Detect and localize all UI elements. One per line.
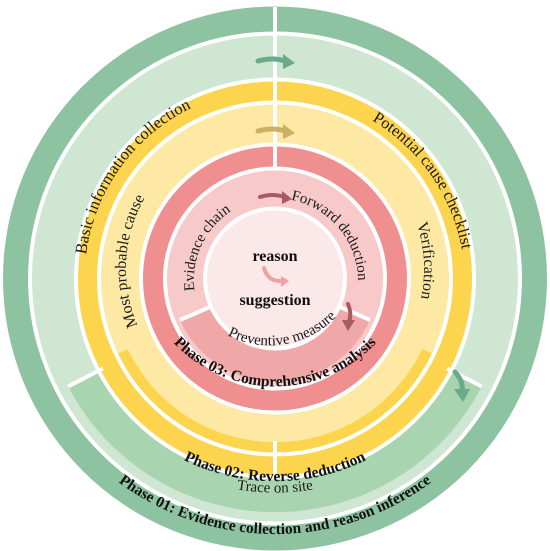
ring-separator-1 (74, 77, 476, 480)
phase1-bottom-band (68, 367, 482, 513)
arrow-right-inner (342, 302, 355, 331)
center-top-label: reason (252, 248, 297, 265)
ring-separator-3 (97, 100, 453, 457)
ring-separator-2 (28, 31, 522, 526)
flow-arrows (255, 54, 470, 402)
arrow-center-cycle (262, 266, 289, 287)
phase3-left-separator (179, 305, 211, 322)
arrow-top-inner (258, 191, 292, 204)
ring-separator-6 (203, 206, 347, 351)
arrow-right-outer (452, 369, 470, 402)
ring-separator-5 (163, 166, 387, 391)
phase3-bottom-band (180, 307, 370, 382)
phase3-right-separator (339, 305, 371, 322)
separators (28, 7, 522, 526)
arrow-top-outer (255, 54, 295, 69)
phase1-bottom-label: Trace on site (236, 477, 314, 496)
phase2-bottom-band (101, 349, 449, 471)
ring-separator-4 (139, 142, 411, 415)
center-bottom-label: suggestion (239, 292, 310, 309)
arrow-top-middle (255, 124, 295, 139)
